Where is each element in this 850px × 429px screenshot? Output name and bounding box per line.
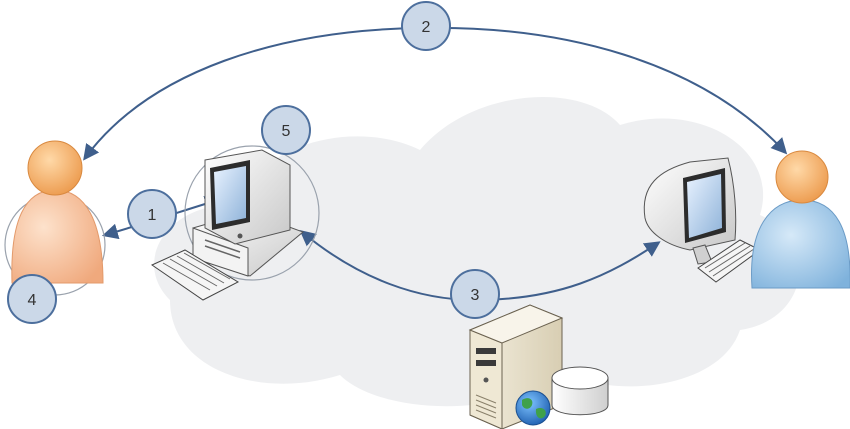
person-icon [751,150,850,289]
step-badge-5: 5 [261,105,311,155]
step-badge-3: 3 [450,269,500,319]
step-label-3: 3 [471,287,480,304]
desktop-computer-icon [184,145,320,281]
step-label-5: 5 [282,123,291,140]
step-badge-2: 2 [401,1,451,51]
step-badge-1: 1 [127,189,177,239]
step-badge-4: 4 [7,274,57,324]
keyboard-icon [150,249,240,301]
monitor-icon [643,157,737,265]
step-label-4: 4 [28,292,37,309]
globe-icon [515,390,551,426]
database-cylinder-icon [551,366,609,416]
step-label-1: 1 [148,207,157,224]
step-label-2: 2 [422,19,431,36]
person-icon [4,140,106,296]
